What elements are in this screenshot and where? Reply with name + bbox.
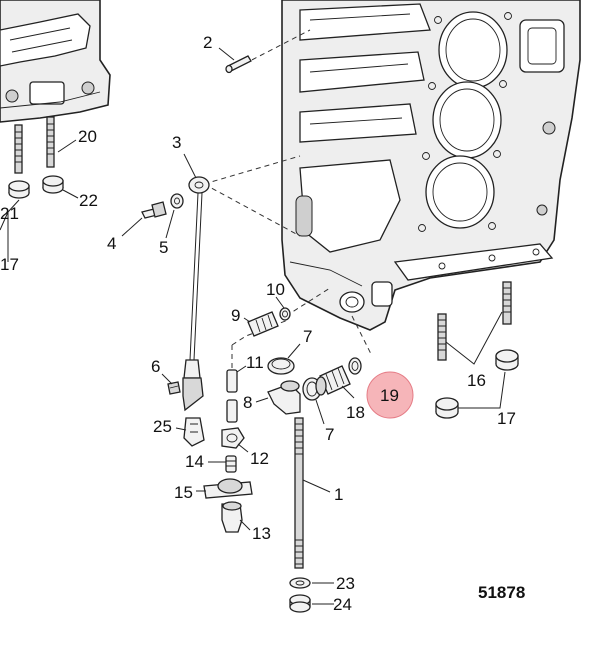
- callout-8: 8: [243, 393, 252, 412]
- callout-24: 24: [333, 595, 352, 614]
- callout-15: 15: [174, 483, 193, 502]
- part-14-nipple: [225, 455, 237, 473]
- callout-17a: 17: [0, 255, 19, 274]
- callout-16: 16: [467, 371, 486, 390]
- part-7-clamp-top: [267, 357, 295, 375]
- stud-20-left: [14, 116, 55, 174]
- part-24-nut: [289, 594, 311, 613]
- callout-19: 19: [380, 386, 399, 405]
- callout-21: 21: [0, 204, 19, 223]
- part-23-washer: [289, 577, 311, 589]
- callout-6: 6: [151, 357, 160, 376]
- callout-7b: 7: [325, 425, 334, 444]
- part-12-clip: [221, 427, 245, 449]
- figure-number: 51878: [478, 583, 525, 602]
- part-8-elbow: [267, 380, 301, 415]
- callout-13: 13: [252, 524, 271, 543]
- callout-1: 1: [334, 485, 343, 504]
- part-17-nut-b: [435, 397, 459, 419]
- part-13-connector: [221, 501, 243, 533]
- part-5-washer: [170, 193, 184, 209]
- left-block-fragment: [0, 0, 111, 123]
- callout-9: 9: [231, 306, 240, 325]
- part-25-clip: [183, 417, 205, 447]
- nut-22-left: [42, 175, 64, 194]
- engine-block: [281, 0, 581, 331]
- part-17-nut-a: [495, 349, 519, 371]
- part-11-sleeve: [226, 369, 238, 423]
- part-4-bolt: [141, 201, 167, 219]
- part-16-studs: [437, 281, 512, 361]
- callout-10: 10: [266, 280, 285, 299]
- callout-17b: 17: [497, 409, 516, 428]
- callout-4: 4: [107, 234, 116, 253]
- callout-5: 5: [159, 238, 168, 257]
- part-6-fitting: [167, 381, 181, 395]
- callout-20: 20: [78, 127, 97, 146]
- callout-2: 2: [203, 33, 212, 52]
- part-18-fitting: [315, 365, 351, 396]
- part-2-pin: [225, 55, 252, 74]
- part-10-oring: [279, 307, 291, 321]
- part-3-sensor: [182, 176, 210, 412]
- callout-22: 22: [79, 191, 98, 210]
- callout-12: 12: [250, 449, 269, 468]
- callout-11: 11: [246, 353, 264, 372]
- callout-23: 23: [336, 574, 355, 593]
- callout-14: 14: [185, 452, 204, 471]
- part-1-stud: [294, 417, 304, 569]
- callout-3: 3: [172, 133, 181, 152]
- part-9-fitting: [247, 311, 279, 337]
- callout-19-highlight: [366, 371, 414, 419]
- callout-18: 18: [346, 403, 365, 422]
- part-15-bracket: [203, 478, 253, 499]
- callout-25: 25: [153, 417, 172, 436]
- nut-21-left: [8, 180, 30, 199]
- callout-7a: 7: [303, 327, 312, 346]
- part-19-oring: [348, 357, 362, 375]
